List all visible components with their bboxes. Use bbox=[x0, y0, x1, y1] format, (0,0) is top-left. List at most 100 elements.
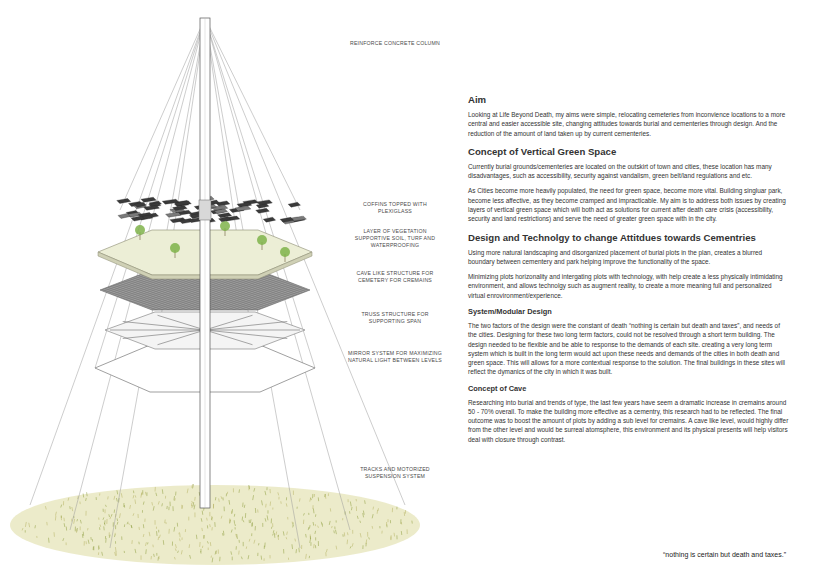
grass-stroke bbox=[104, 520, 105, 524]
grass-stroke bbox=[222, 497, 223, 500]
grass-stroke bbox=[163, 540, 165, 545]
grass-stroke bbox=[272, 533, 274, 535]
grass-stroke bbox=[200, 551, 201, 553]
grass-stroke bbox=[28, 523, 30, 527]
grass-stroke bbox=[251, 523, 252, 527]
grass-stroke bbox=[221, 516, 223, 519]
grass-stroke bbox=[286, 532, 288, 535]
grass-stroke bbox=[265, 504, 266, 508]
grass-stroke bbox=[141, 492, 143, 495]
grass-stroke bbox=[234, 524, 236, 526]
grass-stroke bbox=[63, 518, 64, 522]
grass-stroke bbox=[71, 507, 73, 511]
grass-stroke bbox=[214, 522, 215, 527]
grass-stroke bbox=[83, 494, 85, 498]
grass-stroke bbox=[312, 505, 313, 509]
grass-stroke bbox=[315, 545, 316, 548]
grass-stroke bbox=[149, 532, 151, 536]
grass-stroke bbox=[330, 508, 331, 511]
grass-stroke bbox=[218, 549, 219, 553]
grass-stroke bbox=[313, 544, 315, 548]
grass-stroke bbox=[301, 545, 302, 549]
grass-stroke bbox=[155, 487, 156, 492]
grass-stroke bbox=[396, 535, 397, 539]
callout-label: COFFINS TOPPED WITH PLEXIGLASS bbox=[347, 201, 443, 215]
grass-stroke bbox=[363, 511, 365, 515]
grass-stroke bbox=[280, 501, 281, 504]
grass-stroke bbox=[277, 492, 279, 495]
grass-stroke bbox=[134, 549, 136, 553]
grass-stroke bbox=[76, 519, 78, 521]
grass-stroke bbox=[145, 492, 147, 495]
grass-stroke bbox=[317, 526, 319, 528]
grass-stroke bbox=[334, 526, 335, 529]
coffin bbox=[144, 205, 160, 210]
grass-stroke bbox=[356, 499, 357, 501]
grass-stroke bbox=[194, 512, 195, 517]
grass-stroke bbox=[105, 538, 106, 543]
grass-stroke bbox=[411, 521, 412, 524]
grass-stroke bbox=[350, 546, 352, 548]
grass-stroke bbox=[265, 518, 267, 521]
grass-stroke bbox=[366, 539, 368, 543]
grass-stroke bbox=[352, 530, 353, 534]
grass-stroke bbox=[169, 502, 170, 507]
grass-stroke bbox=[277, 535, 279, 540]
truss-member bbox=[123, 330, 205, 339]
grass-stroke bbox=[386, 522, 387, 526]
grass-stroke bbox=[318, 497, 319, 501]
grass-stroke bbox=[107, 496, 109, 499]
grass-stroke bbox=[140, 493, 142, 498]
truss-member bbox=[110, 330, 205, 331]
grass-stroke bbox=[114, 509, 115, 512]
grass-stroke bbox=[396, 507, 397, 510]
grass-stroke bbox=[394, 533, 396, 537]
grass-stroke bbox=[53, 532, 54, 537]
grass-stroke bbox=[329, 521, 331, 525]
grass-stroke bbox=[241, 557, 242, 560]
grass-stroke bbox=[157, 557, 159, 561]
grass-stroke bbox=[325, 552, 326, 556]
grass-stroke bbox=[131, 540, 132, 544]
grass-stroke bbox=[264, 491, 266, 495]
coffin bbox=[141, 197, 156, 202]
grass-stroke bbox=[102, 517, 104, 519]
grass-stroke bbox=[211, 527, 212, 530]
grass-stroke bbox=[213, 504, 214, 508]
grass-stroke bbox=[85, 511, 86, 516]
grass-stroke bbox=[84, 541, 85, 545]
grass-stroke bbox=[109, 535, 111, 538]
grass-stroke bbox=[134, 499, 136, 503]
grass-stroke bbox=[93, 546, 94, 550]
grass-stroke bbox=[347, 532, 349, 535]
grass-stroke bbox=[173, 496, 175, 500]
grass-stroke bbox=[349, 511, 350, 513]
grass-stroke bbox=[372, 514, 374, 518]
grass-stroke bbox=[155, 520, 156, 525]
callout-label: CAVE LIKE STRUCTURE FOR CEMETERY FOR CRE… bbox=[347, 270, 443, 284]
grass-stroke bbox=[253, 488, 255, 491]
body-text: Minimizing plots horizonality and interg… bbox=[468, 272, 790, 300]
callout-label: LAYER OF VEGETATION SUPPORTIVE SOIL, TUR… bbox=[347, 228, 443, 249]
grass-stroke bbox=[381, 531, 382, 534]
grass-stroke bbox=[98, 545, 99, 549]
grass-stroke bbox=[243, 542, 244, 546]
grass-stroke bbox=[158, 537, 160, 540]
grass-stroke bbox=[405, 510, 406, 514]
grass-stroke bbox=[238, 489, 240, 493]
grass-stroke bbox=[248, 485, 250, 489]
grass-stroke bbox=[96, 497, 97, 500]
coffin bbox=[263, 217, 275, 222]
grass-stroke bbox=[251, 533, 252, 536]
quote: “nothing is certain but death and taxes.… bbox=[663, 551, 786, 558]
grass-stroke bbox=[218, 498, 220, 501]
grass-stroke bbox=[164, 519, 166, 523]
grass-stroke bbox=[233, 488, 234, 492]
grass-stroke bbox=[249, 539, 251, 542]
grass-stroke bbox=[46, 522, 47, 525]
grass-stroke bbox=[294, 539, 296, 542]
grass-stroke bbox=[156, 531, 158, 536]
truss-member bbox=[205, 330, 253, 345]
grass-stroke bbox=[124, 505, 125, 508]
grass-stroke bbox=[135, 495, 137, 497]
